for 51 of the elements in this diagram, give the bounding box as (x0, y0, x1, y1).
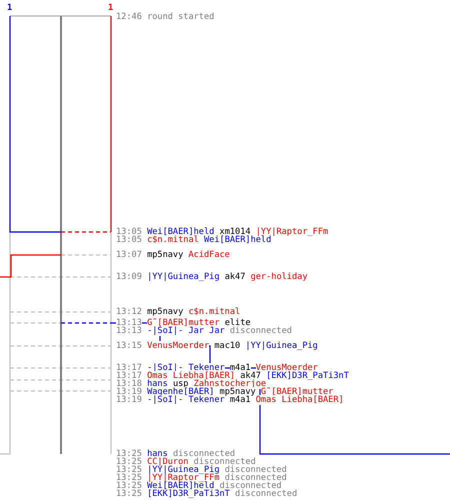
player-name: c$n.mitnal (147, 235, 199, 245)
timestamp: 13:13 (116, 326, 142, 336)
player-name: c$n.mitnal (188, 307, 240, 317)
player-name: Wei[BAER]held (204, 235, 272, 245)
player-name: -|SoI|- Tekener (147, 395, 225, 405)
timestamp: 13:05 (116, 235, 142, 245)
status-text: disconnected (220, 481, 282, 491)
weapon-name: ak47 (224, 272, 246, 282)
status-text: disconnected (224, 465, 287, 475)
team-count: 1 (7, 4, 12, 12)
player-name: [EKK]D3R_PaTi3nT (147, 489, 230, 499)
weapon-name: mp5navy (147, 250, 184, 260)
timestamp: 13:25 (116, 465, 142, 475)
team-count: 1 (108, 4, 114, 12)
player-name: [EKK]D3R_PaTi3nT (266, 371, 349, 381)
timestamp: 13:25 (116, 449, 142, 459)
timestamp: 12:46 (116, 12, 142, 22)
player-name: |YY|Guinea_Pig (147, 465, 220, 475)
weapon-name: mp5navy (147, 307, 184, 317)
timestamp: 13:25 (116, 473, 142, 483)
player-name: |YY|Raptor_FFm (147, 473, 220, 483)
player-name: |YY|Guinea_Pig (147, 272, 220, 282)
player-name: Omas Liebha[BAER] (256, 395, 344, 405)
timestamp: 13:15 (116, 341, 142, 351)
timestamp: 13:25 (116, 489, 142, 499)
player-name: Wei[BAER]held (147, 481, 214, 491)
player-name: CC|Duron (147, 457, 188, 467)
player-name: ger-holiday (250, 272, 308, 282)
weapon-name: xm1014 (220, 227, 251, 237)
timestamp: 13:19 (116, 395, 142, 405)
player-name: AcidFace (188, 250, 230, 260)
status-text: disconnected (224, 473, 287, 483)
weapon-name: m4a1 (230, 395, 251, 405)
weapon-name: mac10 (214, 341, 240, 351)
timestamp: 13:25 (116, 457, 142, 467)
timestamp: 13:09 (116, 272, 142, 282)
timestamp: 13:12 (116, 307, 142, 317)
status-text: disconnected (172, 449, 236, 459)
player-name: hans (147, 449, 168, 459)
player-name: |YY|Guinea_Pig (245, 341, 318, 351)
timestamp: 13:05 (116, 227, 142, 237)
player-name: |YY|Raptor_FFm (256, 227, 328, 237)
status-text: disconnected (230, 326, 292, 336)
status-text: disconnected (235, 489, 298, 499)
player-name: VenusMoerder (147, 341, 210, 351)
player-name: -|SoI|- Jar Jar (147, 326, 225, 336)
status-text: disconnected (194, 457, 256, 467)
player-name: Wei[BAER]held (147, 227, 214, 237)
timestamp: 13:07 (116, 250, 142, 260)
status-text: round started (147, 12, 214, 22)
timestamp: 13:25 (116, 481, 142, 491)
